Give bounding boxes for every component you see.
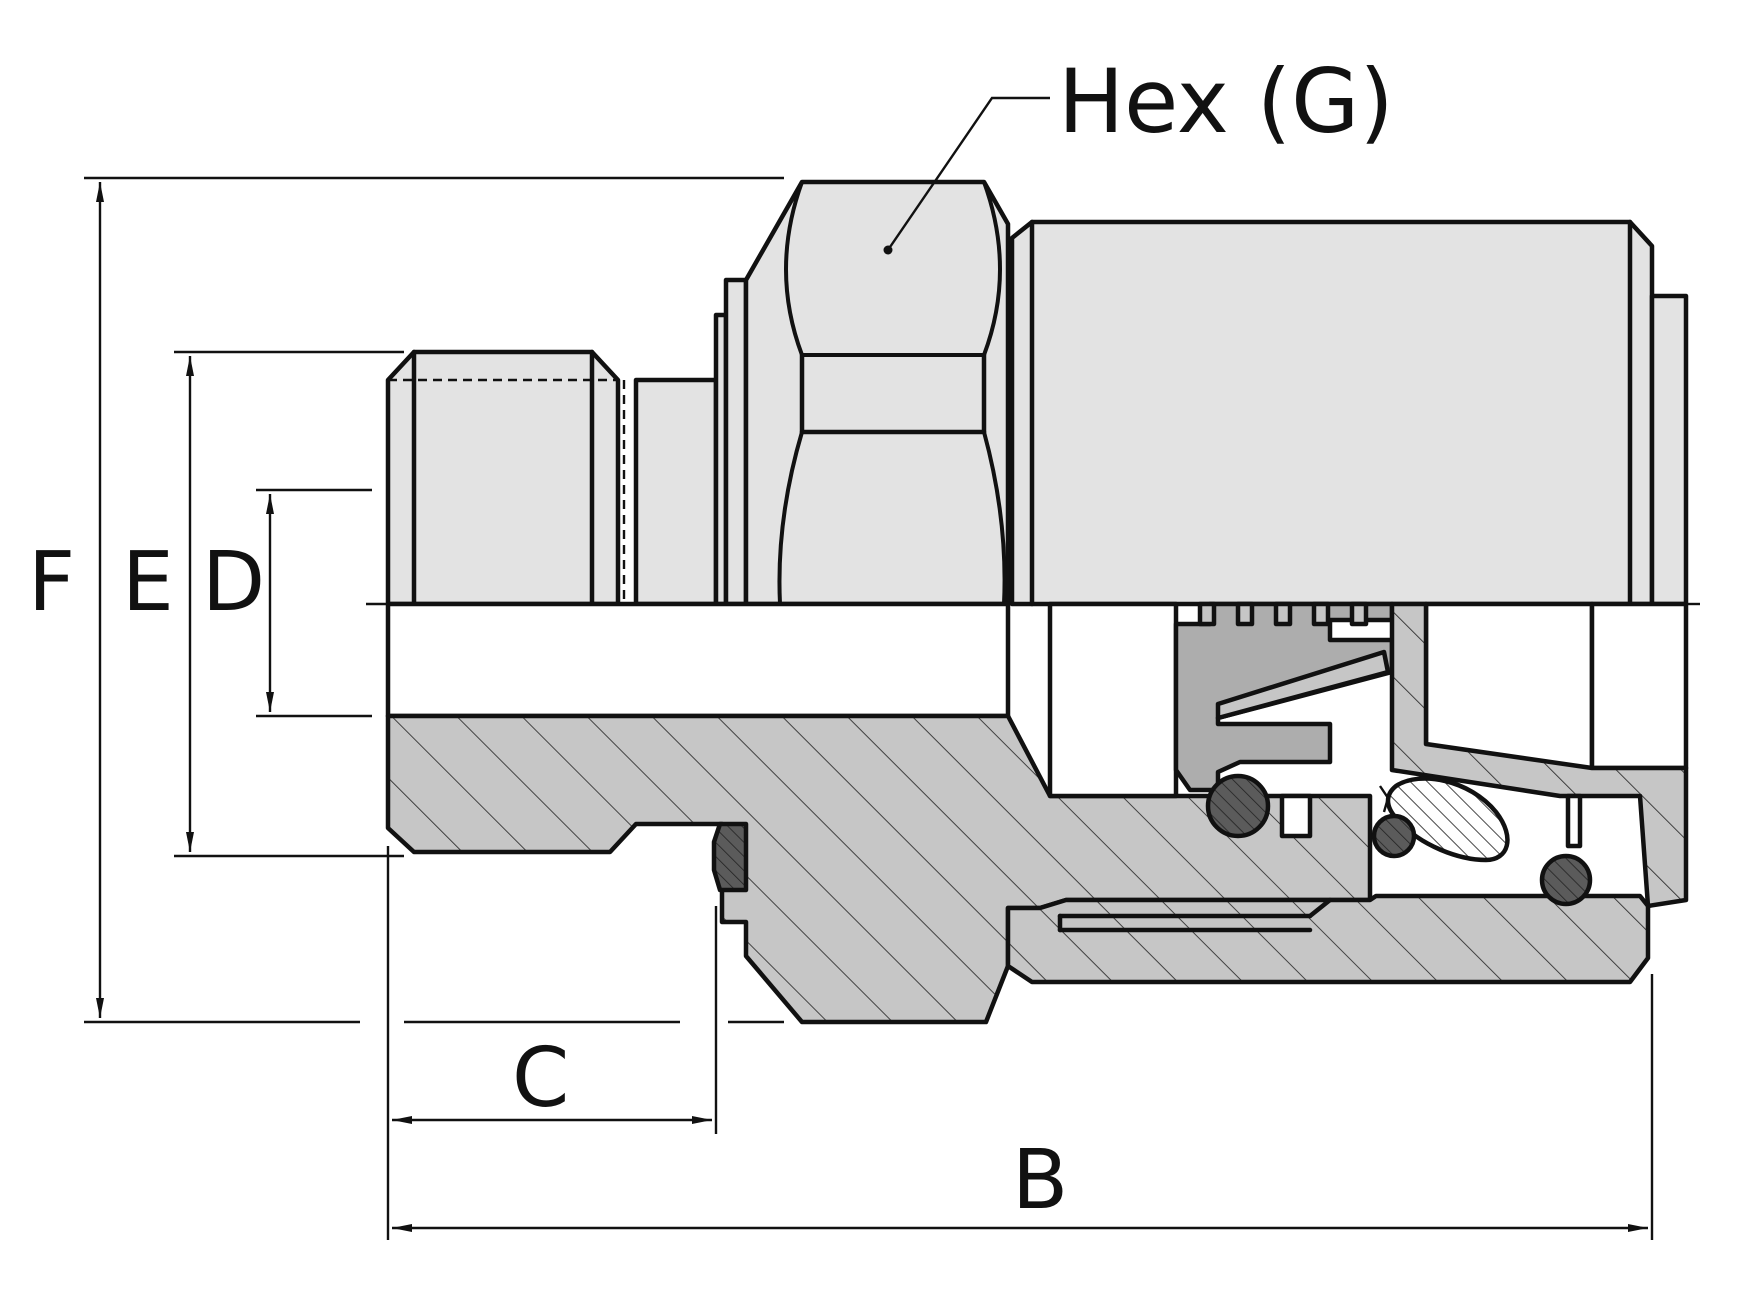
- bore: [385, 601, 1011, 719]
- body-section: [385, 713, 1373, 1025]
- threaded-end: [385, 349, 621, 607]
- dimension-lines: [84, 96, 1654, 1240]
- o-ring-1: [1205, 773, 1271, 839]
- socket-cavity: [1047, 601, 1179, 799]
- sleeve-section: [1005, 893, 1651, 985]
- outer-shell: [1009, 219, 1655, 607]
- face-seal: [711, 821, 749, 893]
- dim-label-f: F: [28, 535, 75, 630]
- section-view: [385, 601, 1689, 1025]
- exterior-view: [385, 179, 1689, 832]
- neck: [633, 377, 719, 607]
- dim-label-c: C: [512, 1031, 569, 1126]
- o-ring-2: [1371, 813, 1417, 859]
- o-ring-3: [1539, 853, 1593, 907]
- rear-collar: [1649, 293, 1689, 607]
- dim-label-d: D: [202, 535, 265, 630]
- inner-wall: [1389, 601, 1689, 909]
- hex-label: Hex (G): [1058, 50, 1394, 153]
- dim-label-e: E: [122, 535, 174, 630]
- gripper-tooth: [1215, 649, 1391, 721]
- dim-label-b: B: [1012, 1133, 1068, 1228]
- teeth: [1197, 601, 1369, 627]
- collar-ring: [723, 277, 749, 607]
